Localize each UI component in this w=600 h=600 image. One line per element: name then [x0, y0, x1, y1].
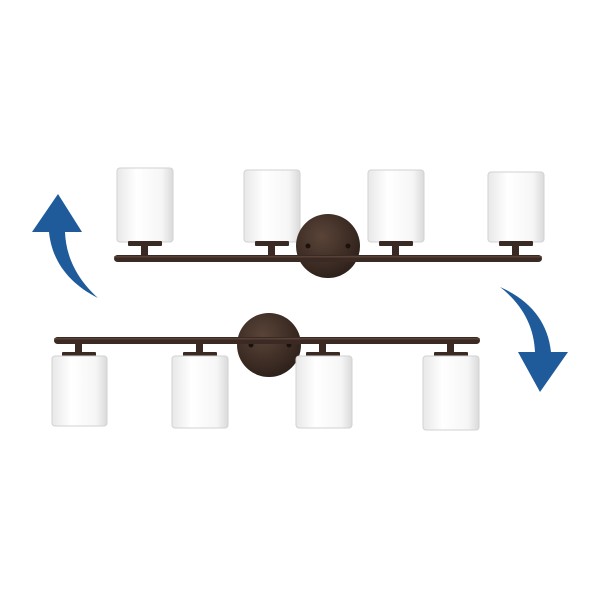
- glass-shade: [51, 355, 108, 427]
- inverted-vanity-fixture: [51, 313, 480, 431]
- glass-shade: [243, 169, 301, 243]
- glass-shade: [295, 355, 353, 429]
- upright-vanity-fixture: [114, 167, 545, 278]
- rotate-arrow-right-icon: [500, 287, 568, 392]
- glass-shade: [422, 355, 480, 431]
- wall-plate: [237, 313, 301, 377]
- glass-shade: [171, 355, 229, 429]
- glass-shade: [487, 171, 545, 243]
- rotate-arrow-left-icon: [32, 194, 98, 298]
- glass-shade: [367, 169, 425, 243]
- shade-holders: [128, 241, 533, 256]
- glass-shade: [116, 167, 174, 243]
